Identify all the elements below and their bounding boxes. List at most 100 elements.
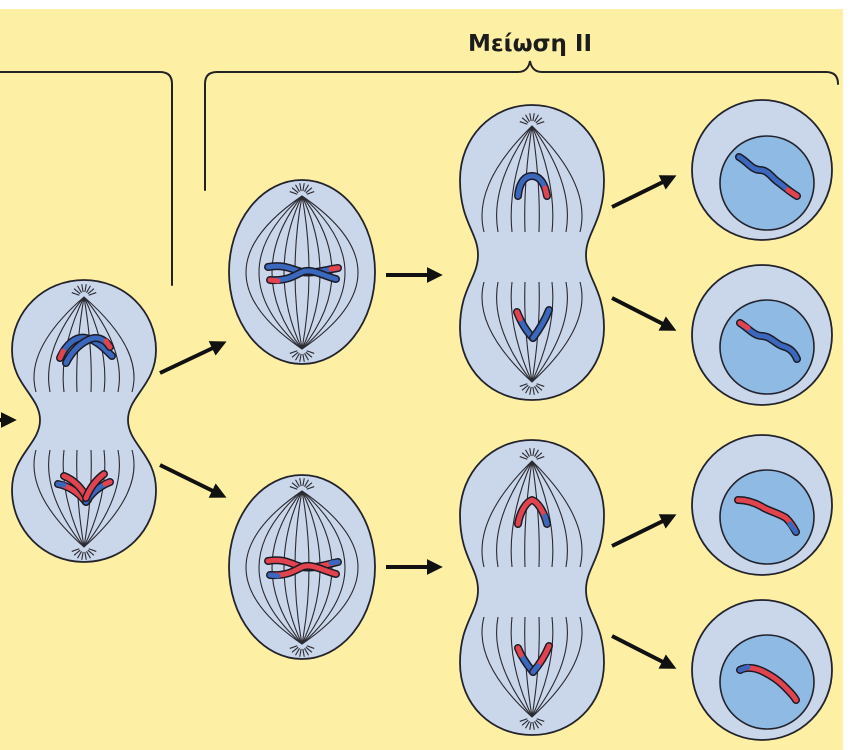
daughter-cell-2: [691, 264, 833, 406]
aster-ray: [519, 456, 528, 460]
aster-ray: [519, 718, 528, 722]
aster-ray: [306, 486, 315, 490]
aster-ray: [534, 721, 539, 729]
meiosis-ii-bracket: [204, 60, 839, 191]
aster-ray: [291, 187, 299, 194]
aster-ray: [289, 645, 298, 649]
spindle-fiber: [531, 460, 583, 568]
spindle-fiber: [531, 281, 554, 383]
arrow: [159, 463, 227, 498]
aster-ray: [519, 383, 528, 387]
aster-ray: [87, 288, 95, 295]
aster-ray: [81, 284, 84, 293]
metaphase-ii-cell-bottom: [228, 474, 376, 660]
aster-ray: [84, 284, 87, 293]
spindle-fibers: [245, 183, 359, 362]
spindle-fibers: [481, 113, 583, 395]
aster-ray: [87, 549, 95, 556]
aster-ray: [295, 184, 300, 192]
spindle-fiber: [531, 616, 583, 718]
spindle-fiber: [258, 490, 303, 645]
aster-ray: [525, 721, 530, 729]
aster-ray: [291, 482, 299, 489]
spindle-fiber: [510, 125, 533, 233]
spindle-fiber: [510, 460, 533, 568]
chromosomes: [514, 496, 553, 676]
chromosomes: [513, 172, 553, 342]
chromatid-tip-blue: [542, 513, 550, 527]
aster-ray: [84, 551, 87, 560]
chromatid-red: [737, 665, 799, 703]
aster-ray: [529, 113, 532, 122]
spindle-fiber: [496, 460, 533, 568]
chromatid-red: [83, 471, 107, 501]
chromatid-red: [267, 563, 339, 578]
chromatid-tip-blue: [267, 572, 281, 579]
chromatid-tip-blue: [55, 481, 67, 488]
spindle-fiber: [33, 296, 85, 393]
aster-ray: [536, 456, 545, 460]
dividing-cell-first-division: [11, 279, 157, 563]
aster-ray: [306, 191, 315, 195]
aster-ray: [306, 645, 315, 649]
spindle-fiber: [301, 490, 359, 645]
spindle-fiber: [245, 490, 303, 645]
aster-ray: [519, 121, 528, 125]
chromatid-tip-red: [57, 348, 66, 361]
spindle-fiber: [531, 616, 568, 718]
chromosomes: [736, 319, 801, 363]
arrow: [611, 514, 677, 548]
aster-ray: [299, 478, 302, 487]
arrow: [611, 634, 677, 669]
cell-membrane: [11, 279, 157, 563]
aster-ray: [77, 285, 82, 293]
spindle-fiber: [271, 195, 303, 350]
aster-ray: [71, 548, 80, 552]
aster-ray: [302, 183, 305, 192]
arrow: [611, 296, 677, 331]
aster-ray: [521, 452, 529, 459]
aster-ray: [81, 551, 84, 560]
daughter-cell-4: [691, 599, 833, 741]
chromatid-tip-red: [102, 479, 113, 487]
aster-ray: [534, 449, 539, 457]
spindle-fiber: [301, 195, 346, 350]
spindle-fiber: [510, 281, 533, 383]
spindle-fiber: [531, 460, 540, 568]
aster-ray: [525, 386, 530, 394]
aster-ray: [295, 479, 300, 487]
meiosis-i-bracket: [0, 71, 173, 286]
spindle-fiber: [531, 125, 568, 233]
spindle-fiber: [301, 490, 346, 645]
aster-ray: [534, 114, 539, 122]
aster-ray: [305, 351, 313, 358]
spindle-fiber: [531, 460, 568, 568]
chromatid-tip-red: [267, 277, 281, 284]
aster-ray: [536, 718, 545, 722]
chromatid-tip-red: [515, 645, 524, 658]
spindle-fiber: [496, 281, 533, 383]
aster-ray: [306, 350, 315, 354]
spindle-fiber: [496, 616, 533, 718]
aster-ray: [304, 479, 309, 487]
chromosomes: [736, 663, 800, 704]
chromatid-blue: [737, 320, 800, 362]
chromatid-tip-red: [542, 185, 550, 199]
spindle-fiber: [524, 460, 533, 568]
aster-ray: [529, 386, 532, 395]
chromatid-tip-red: [514, 309, 523, 322]
aster-ray: [289, 350, 298, 354]
aster-ray: [295, 353, 300, 361]
chromatid-tip-red: [737, 320, 751, 331]
arrow: [611, 175, 677, 209]
aster-ray: [521, 117, 529, 124]
spindle-fiber: [531, 125, 583, 233]
spindle-fiber: [62, 449, 85, 548]
chromatid-tip-red: [785, 187, 800, 199]
aster-ray: [535, 452, 543, 459]
aster-ray: [525, 449, 530, 457]
aster-ray: [304, 353, 309, 361]
metaphase-ii-cell-top: [228, 179, 376, 365]
cell-membrane: [459, 439, 605, 736]
aster-ray: [532, 113, 535, 122]
